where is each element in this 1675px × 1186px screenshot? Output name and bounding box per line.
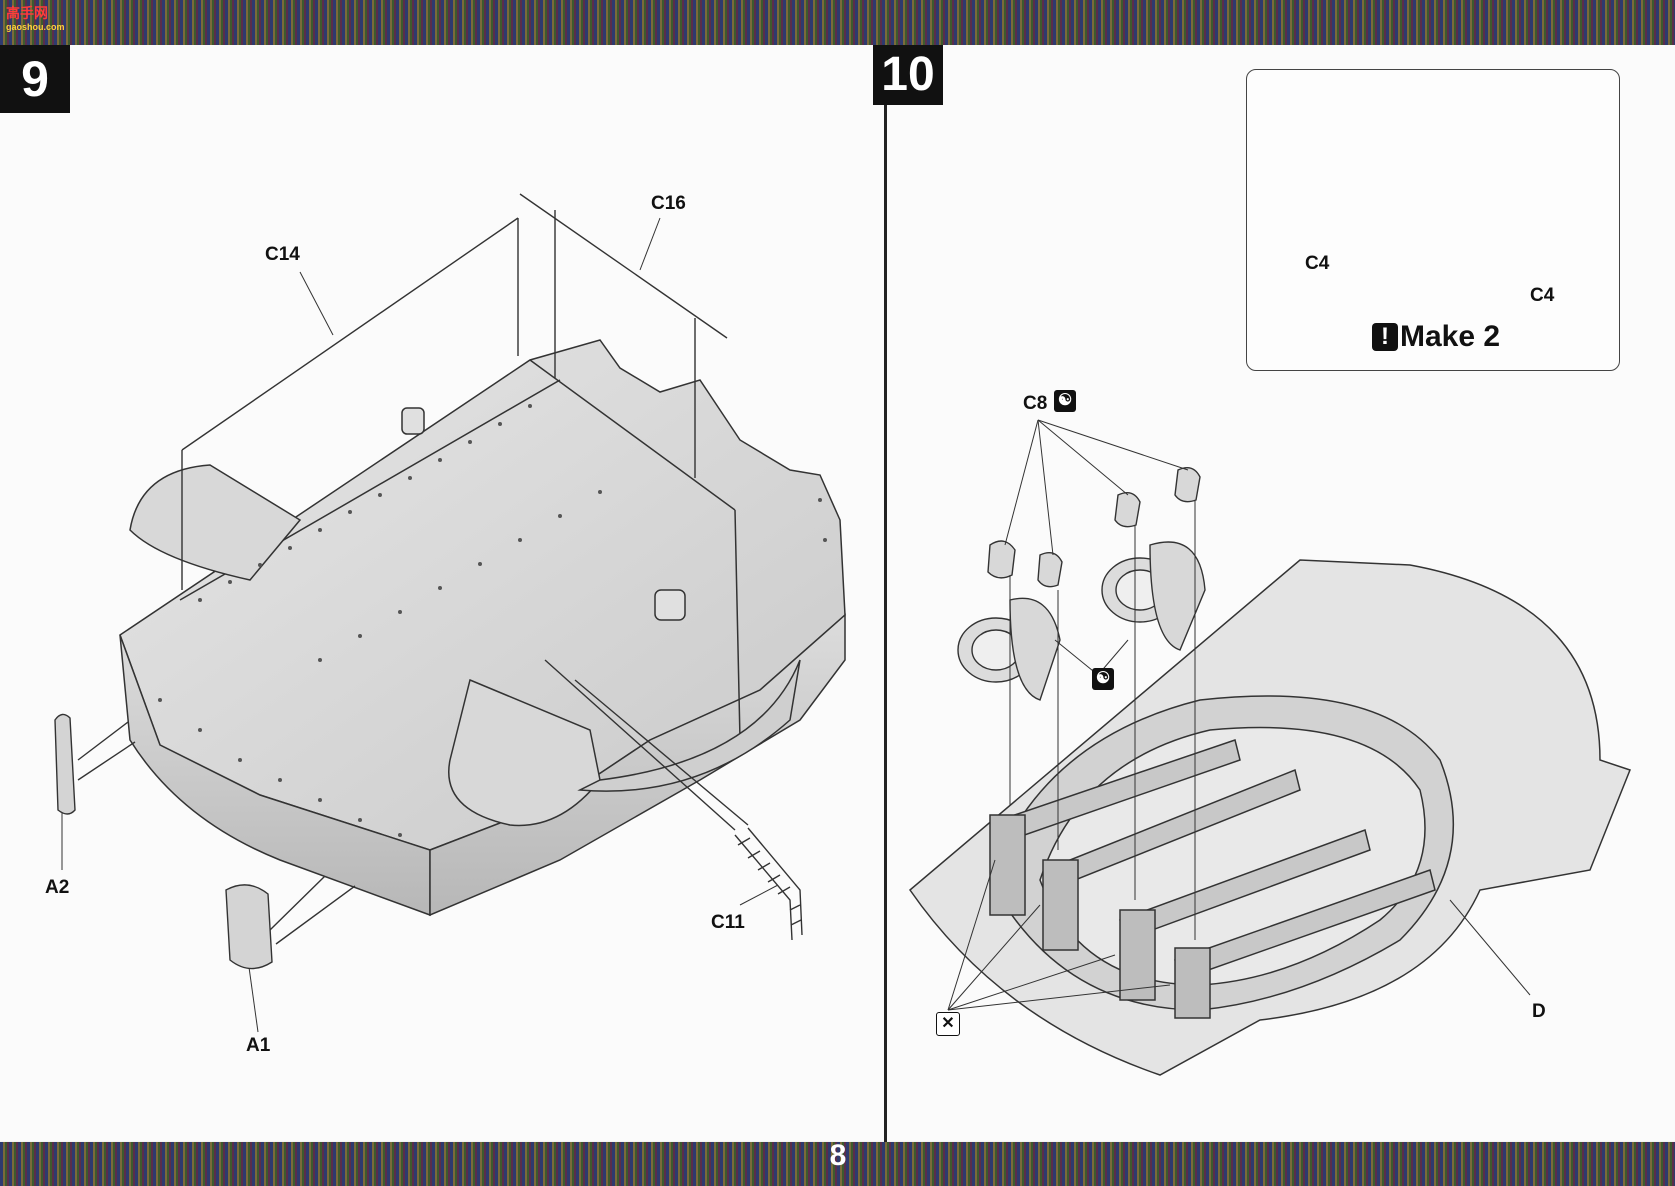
bottom-border-band <box>0 1142 1675 1186</box>
part-label-c14: C14 <box>265 244 300 265</box>
part-a2-drawing <box>54 713 136 815</box>
step10-leader-lines <box>947 419 1531 1011</box>
exclamation-icon: ! <box>1372 323 1398 351</box>
yin-yang-icon: ☯ <box>1092 668 1114 690</box>
turret-hull-drawing <box>119 339 846 917</box>
page-divider <box>884 45 887 1142</box>
part-label-c11: C11 <box>711 912 745 933</box>
rivet-dots <box>158 404 827 837</box>
make-2-note: ! Make 2 <box>1372 320 1500 354</box>
step-10-badge: 10 <box>873 45 943 105</box>
part-label-c4-left: C4 <box>1305 253 1330 274</box>
part-label-a2: A2 <box>45 877 70 898</box>
part-label-c16: C16 <box>651 193 686 214</box>
part-label-c4-right: C4 <box>1530 285 1555 306</box>
base-plate-d-drawing <box>908 559 1631 1076</box>
part-label-c8: C8 <box>1023 393 1048 414</box>
part-label-d: D <box>1532 1001 1546 1022</box>
watermark-logo: 高手网 gaoshou.com <box>6 6 70 40</box>
part-label-a1: A1 <box>246 1035 271 1056</box>
page-number: 8 <box>829 1139 847 1172</box>
watermark-url: gaoshou.com <box>6 22 65 32</box>
step-9-badge: 9 <box>0 45 70 113</box>
part-a1-drawing <box>225 875 356 970</box>
top-border-band <box>0 0 1675 50</box>
yoke-parts-drawing <box>957 467 1206 701</box>
sub-assembly-box <box>1246 69 1620 371</box>
yin-yang-icon: ☯ <box>1054 390 1076 412</box>
rail-parts <box>181 193 728 590</box>
ladder-c11-drawing <box>544 659 803 941</box>
cut-off-icon: ✕ <box>936 1012 960 1036</box>
watermark-brand: 高手网 <box>6 5 48 21</box>
make-2-text: Make 2 <box>1400 320 1501 353</box>
